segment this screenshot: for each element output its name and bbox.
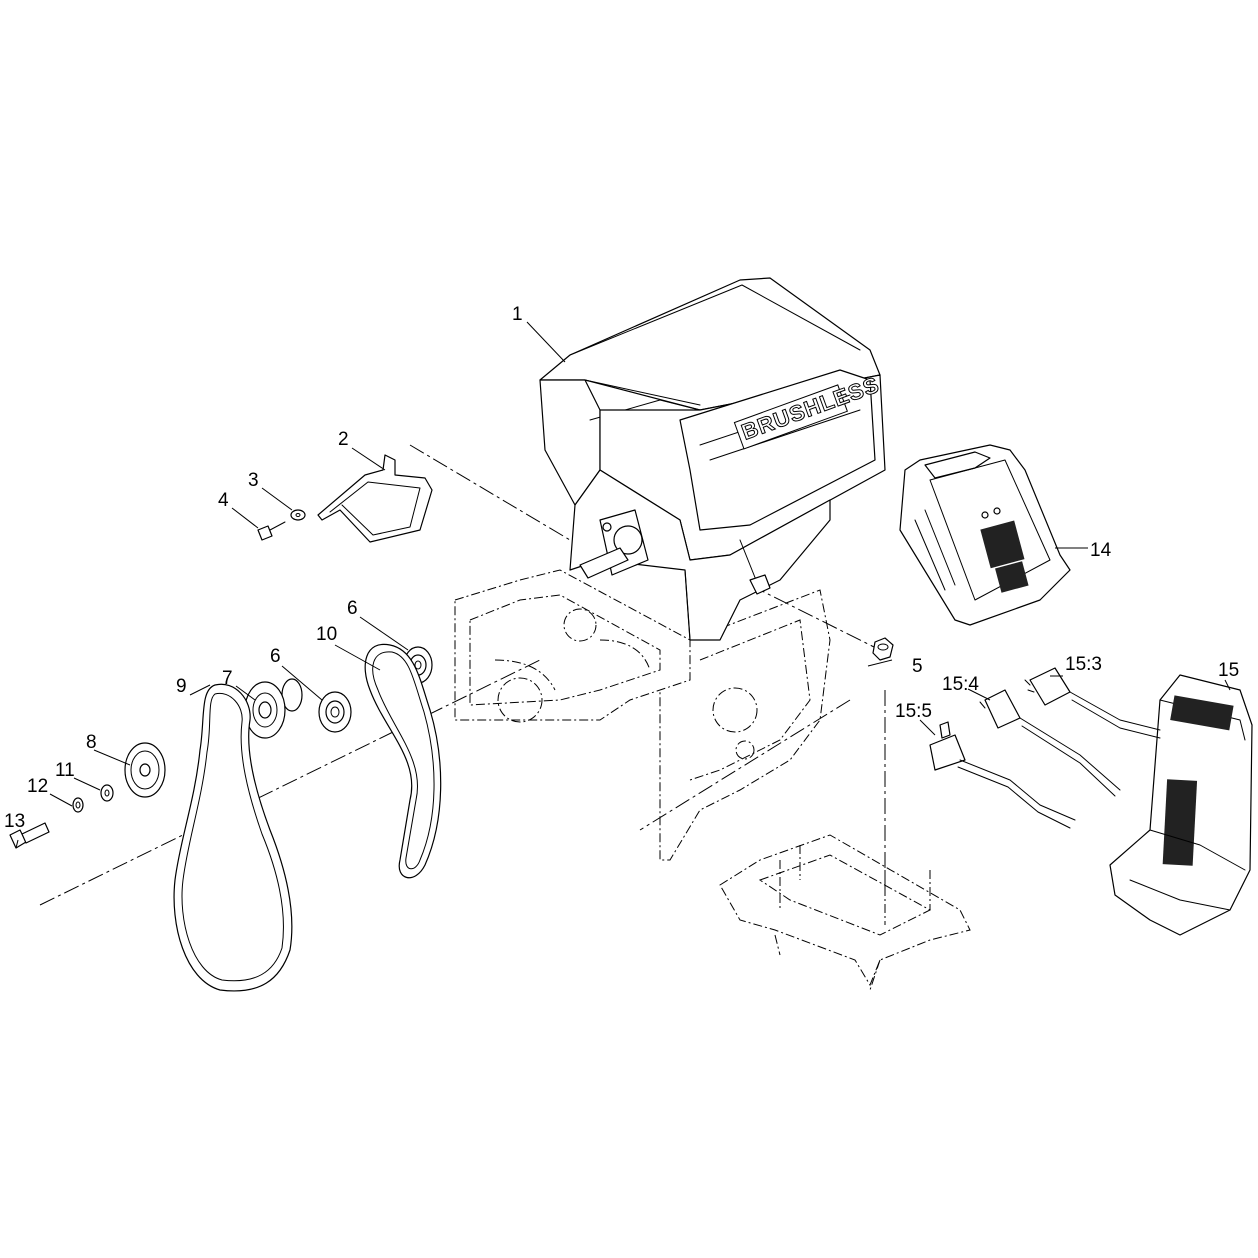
battery-pack	[899, 444, 1071, 626]
callout-15-3: 15:3	[1065, 654, 1102, 675]
callout-2: 2	[338, 429, 349, 450]
pulley-6-lower	[318, 691, 352, 733]
callout-3: 3	[248, 470, 259, 491]
callout-15-4: 15:4	[942, 674, 979, 695]
assembly-center-lines	[39, 444, 886, 906]
callout-9: 9	[176, 676, 187, 697]
washer-11	[100, 784, 114, 802]
lock-washer-12	[72, 797, 84, 813]
motor-shaft	[579, 509, 649, 579]
callout-1: 1	[512, 304, 523, 325]
callout-13: 13	[4, 811, 25, 832]
callout-4: 4	[218, 490, 229, 511]
callout-7: 7	[222, 668, 233, 689]
belt-9	[173, 683, 293, 992]
belt-10	[364, 643, 442, 879]
callout-labels: 1 2 3 4 5 6 6 7 8 9 10 11 12 13 14 15 15…	[4, 304, 1239, 832]
chassis-frame-phantom	[454, 569, 831, 861]
callout-15: 15	[1218, 660, 1239, 681]
bracket-wire	[317, 454, 433, 543]
screw-4	[257, 521, 286, 541]
pulley-7	[244, 678, 303, 739]
plug-15-3	[1024, 667, 1161, 739]
callout-5: 5	[912, 656, 923, 677]
washer-3	[290, 509, 306, 521]
nut-5	[872, 637, 894, 661]
callout-14: 14	[1090, 540, 1112, 561]
plug-15-5	[929, 721, 1076, 829]
callout-leaders	[15, 321, 1231, 849]
mounting-plate-phantom	[719, 834, 971, 991]
callout-15-5: 15:5	[895, 701, 932, 722]
callout-12: 12	[27, 776, 48, 797]
callout-6-upper: 6	[347, 598, 358, 619]
callout-11: 11	[55, 760, 75, 781]
pulley-8	[124, 742, 166, 798]
plug-15-4	[979, 689, 1121, 797]
callout-10: 10	[316, 624, 337, 645]
callout-8: 8	[86, 732, 97, 753]
bolt-13	[9, 822, 50, 849]
brushless-motor: BRUSHLESS	[539, 277, 886, 641]
callout-6-lower: 6	[270, 646, 281, 667]
battery-charger	[1109, 674, 1253, 936]
